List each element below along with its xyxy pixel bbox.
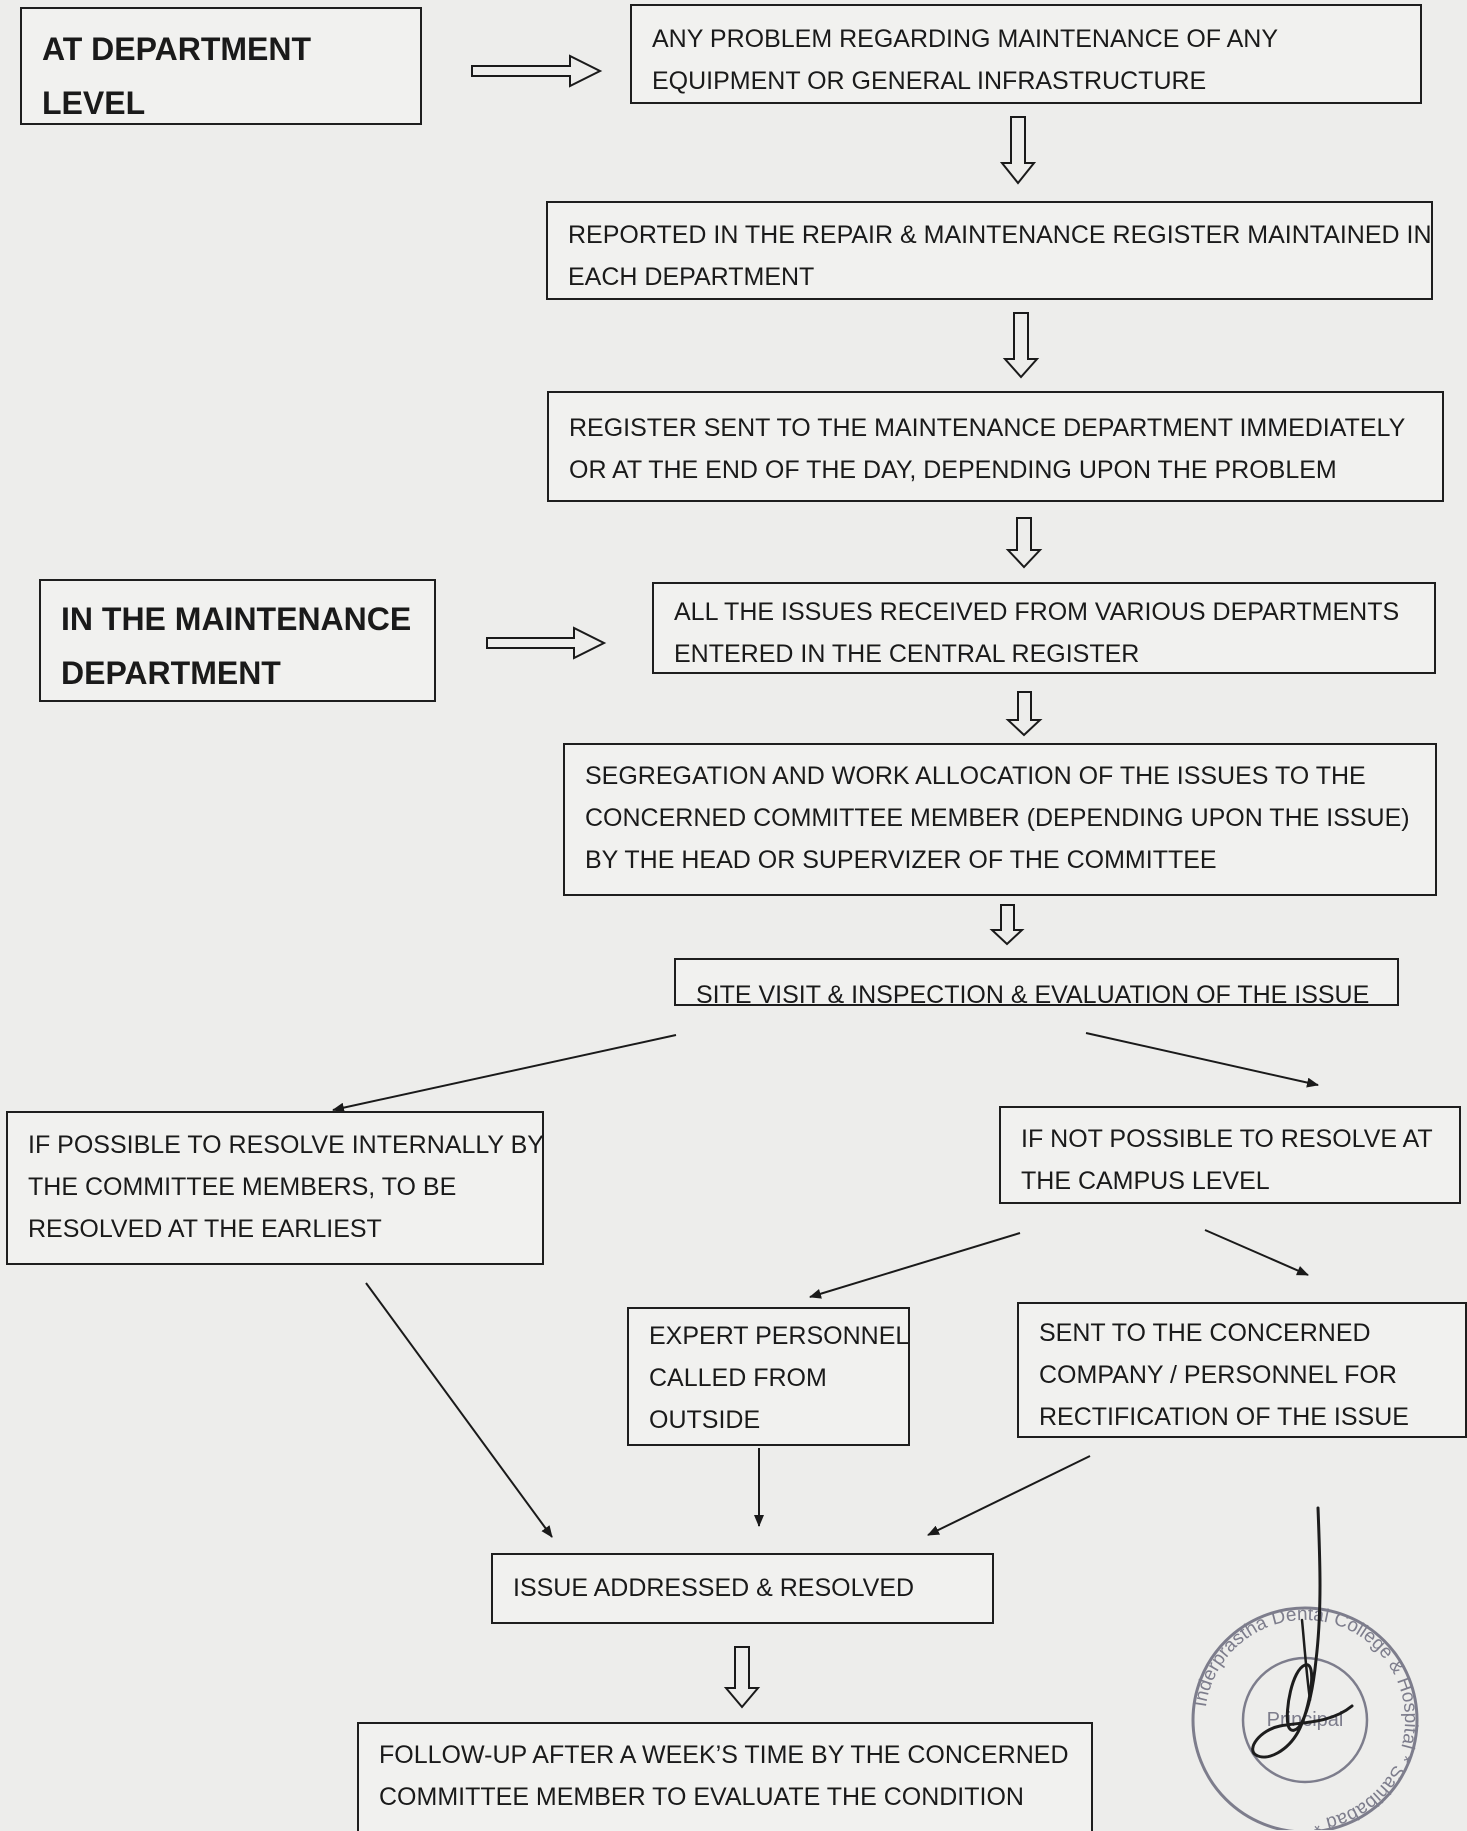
step-line: THE CAMPUS LEVEL: [1021, 1167, 1270, 1195]
step-line: ENTERED IN THE CENTRAL REGISTER: [674, 640, 1140, 668]
step-line: OR AT THE END OF THE DAY, DEPENDING UPON…: [569, 456, 1337, 484]
arrow-line: [809, 1232, 1021, 1299]
step-line: OUTSIDE: [649, 1406, 761, 1434]
department-level-label: AT DEPARTMENT LEVEL: [20, 7, 422, 125]
step-register-sent: REGISTER SENT TO THE MAINTENANCE DEPARTM…: [547, 391, 1444, 502]
block-arrow-right: [471, 54, 603, 88]
arrow-line: [332, 1034, 677, 1113]
label-line: AT DEPARTMENT: [42, 31, 312, 67]
step-line: BY THE HEAD OR SUPERVIZER OF THE COMMITT…: [585, 846, 1217, 874]
step-line: CONCERNED COMMITTEE MEMBER (DEPENDING UP…: [585, 804, 1410, 832]
block-arrow-down: [999, 116, 1037, 185]
step-line: SITE VISIT & INSPECTION & EVALUATION OF …: [696, 981, 1370, 1006]
step-line: SENT TO THE CONCERNED: [1039, 1319, 1371, 1347]
step-line: RECTIFICATION OF THE ISSUE: [1039, 1403, 1409, 1431]
label-line: LEVEL: [42, 85, 146, 121]
step-site-visit: SITE VISIT & INSPECTION & EVALUATION OF …: [674, 958, 1399, 1006]
step-line: REGISTER SENT TO THE MAINTENANCE DEPARTM…: [569, 414, 1406, 442]
step-line: COMMITTEE MEMBER TO EVALUATE THE CONDITI…: [379, 1783, 1024, 1811]
arrow-line: [1204, 1229, 1309, 1276]
stamp-outer-ring: [1191, 1606, 1419, 1830]
step-line: EQUIPMENT OR GENERAL INFRASTRUCTURE: [652, 67, 1207, 95]
step-line: RESOLVED AT THE EARLIEST: [28, 1215, 382, 1243]
step-resolved: ISSUE ADDRESSED & RESOLVED: [491, 1553, 994, 1624]
step-expert: EXPERT PERSONNEL CALLED FROM OUTSIDE: [627, 1307, 910, 1446]
step-follow-up: FOLLOW-UP AFTER A WEEK’S TIME BY THE CON…: [357, 1722, 1093, 1831]
block-arrow-right: [486, 626, 607, 660]
arrow-line: [1085, 1032, 1319, 1088]
step-line: IF NOT POSSIBLE TO RESOLVE AT: [1021, 1125, 1433, 1153]
step-line: IF POSSIBLE TO RESOLVE INTERNALLY BY: [28, 1131, 544, 1159]
step-line: FOLLOW-UP AFTER A WEEK’S TIME BY THE CON…: [379, 1741, 1069, 1769]
step-line: ALL THE ISSUES RECEIVED FROM VARIOUS DEP…: [674, 598, 1400, 626]
step-line: REPORTED IN THE REPAIR & MAINTENANCE REG…: [568, 221, 1432, 249]
step-line: SEGREGATION AND WORK ALLOCATION OF THE I…: [585, 762, 1366, 790]
step-line: CALLED FROM: [649, 1364, 827, 1392]
step-line: ISSUE ADDRESSED & RESOLVED: [513, 1574, 915, 1602]
step-line: THE COMMITTEE MEMBERS, TO BE: [28, 1173, 457, 1201]
step-company: SENT TO THE CONCERNED COMPANY / PERSONNE…: [1017, 1302, 1467, 1438]
block-arrow-down: [1002, 312, 1040, 379]
step-line: ANY PROBLEM REGARDING MAINTENANCE OF ANY: [652, 25, 1279, 53]
block-arrow-down: [723, 1646, 761, 1709]
step-line: EXPERT PERSONNEL: [649, 1322, 910, 1350]
block-arrow-down: [1005, 691, 1043, 737]
arrow-line: [365, 1282, 553, 1538]
official-stamp: Inderprastha Dental College & Hospital *…: [1190, 1506, 1421, 1830]
step-internal: IF POSSIBLE TO RESOLVE INTERNALLY BY THE…: [6, 1111, 544, 1265]
label-line: IN THE MAINTENANCE: [61, 601, 412, 637]
label-line: DEPARTMENT: [61, 655, 281, 691]
step-segregation: SEGREGATION AND WORK ALLOCATION OF THE I…: [563, 743, 1437, 896]
maintenance-department-label: IN THE MAINTENANCE DEPARTMENT: [39, 579, 436, 702]
step-central-register: ALL THE ISSUES RECEIVED FROM VARIOUS DEP…: [652, 582, 1436, 674]
step-line: EACH DEPARTMENT: [568, 263, 815, 291]
arrow-line: [927, 1455, 1091, 1536]
signature: [1251, 1506, 1354, 1759]
step-reported: REPORTED IN THE REPAIR & MAINTENANCE REG…: [546, 201, 1433, 300]
step-problem: ANY PROBLEM REGARDING MAINTENANCE OF ANY…: [630, 4, 1422, 104]
signature-stroke: [1300, 1618, 1312, 1702]
step-line: COMPANY / PERSONNEL FOR: [1039, 1361, 1397, 1389]
block-arrow-down: [1005, 517, 1043, 569]
step-not-possible: IF NOT POSSIBLE TO RESOLVE AT THE CAMPUS…: [999, 1106, 1461, 1204]
block-arrow-down: [989, 904, 1025, 946]
